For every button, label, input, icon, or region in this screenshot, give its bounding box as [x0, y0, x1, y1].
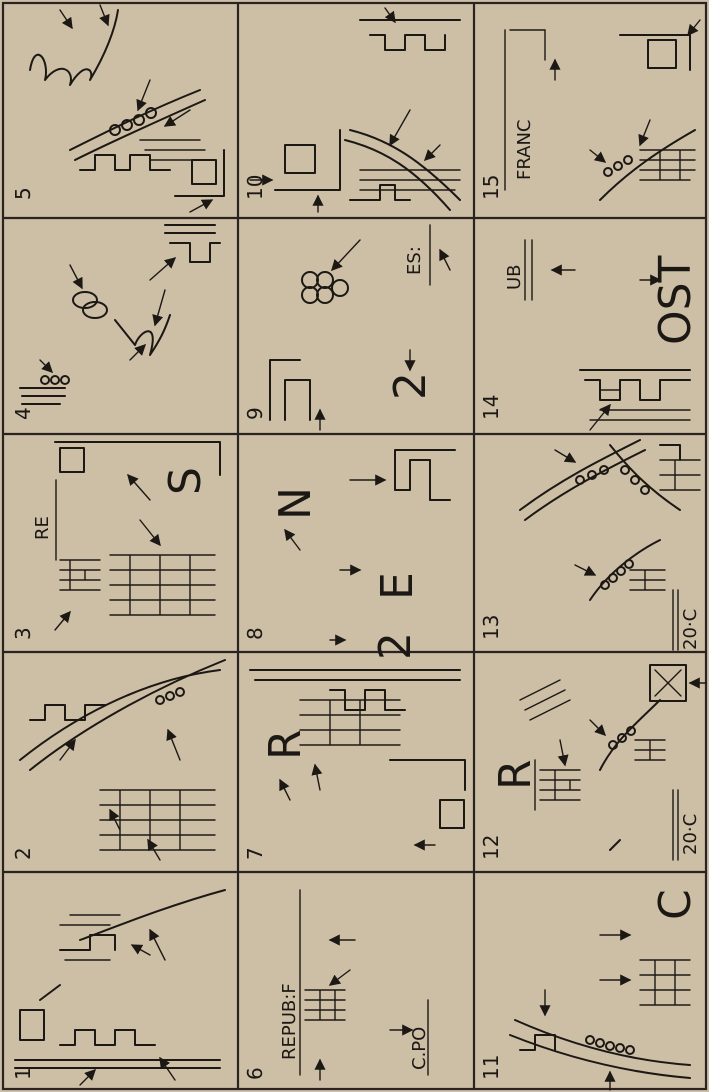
panel-9: 9 ES: 2: [243, 225, 450, 430]
panel-number: 7: [243, 847, 267, 860]
panel-6: 6 REPUB:F C.PO: [243, 890, 430, 1080]
panel-number: 13: [479, 615, 503, 640]
label-franc: FRANC: [514, 120, 535, 180]
label-cpo: C.PO: [409, 1027, 430, 1070]
panel-13: 13 20·C: [479, 440, 701, 650]
panel-12: 12 R 20·C: [479, 665, 706, 860]
panel-2: 2: [11, 660, 225, 860]
panel-7: 7 R: [243, 670, 465, 860]
panel-8: 8 N E 2: [243, 450, 455, 660]
label-20c-12: 20·C: [680, 814, 701, 855]
panel-number: 3: [11, 627, 35, 640]
panel-number: 2: [11, 847, 35, 860]
panel-1: 1: [11, 890, 225, 1085]
label-e: E: [372, 572, 423, 600]
panel-4: 4: [11, 225, 220, 420]
panel-number: 8: [243, 627, 267, 640]
panel-number: 14: [479, 395, 503, 420]
panel-number: 12: [479, 835, 503, 860]
label-ub: UB: [504, 264, 525, 290]
panel-number: 4: [11, 407, 35, 420]
label-re: RE: [32, 516, 53, 540]
label-2b: 2: [370, 632, 421, 660]
label-s: S: [160, 467, 211, 495]
label-ost: OST: [650, 255, 701, 345]
panel-3: 3 RE S: [11, 442, 220, 640]
panel-number: 9: [243, 407, 267, 420]
panel-10: 10: [243, 8, 460, 212]
label-2: 2: [385, 372, 436, 400]
panel-14: 14 UB OST: [479, 240, 701, 430]
label-n: N: [270, 487, 321, 520]
panel-15: 15 FRANC: [479, 20, 700, 200]
panel-number: 6: [243, 1067, 267, 1080]
label-r-12: R: [490, 759, 541, 790]
label-repub: REPUB:F: [279, 983, 300, 1060]
panel-number: 11: [479, 1055, 503, 1080]
panel-5: 5: [11, 5, 224, 212]
panel-grid: [3, 3, 706, 1089]
label-20c-13: 20·C: [680, 609, 701, 650]
label-c: C: [650, 889, 701, 920]
panel-number: 1: [11, 1067, 35, 1080]
panel-number: 10: [243, 175, 267, 200]
panel-11: 11 C: [479, 889, 701, 1090]
panel-number: 15: [479, 175, 503, 200]
panel-number: 5: [11, 187, 35, 200]
label-es: ES:: [404, 246, 425, 275]
